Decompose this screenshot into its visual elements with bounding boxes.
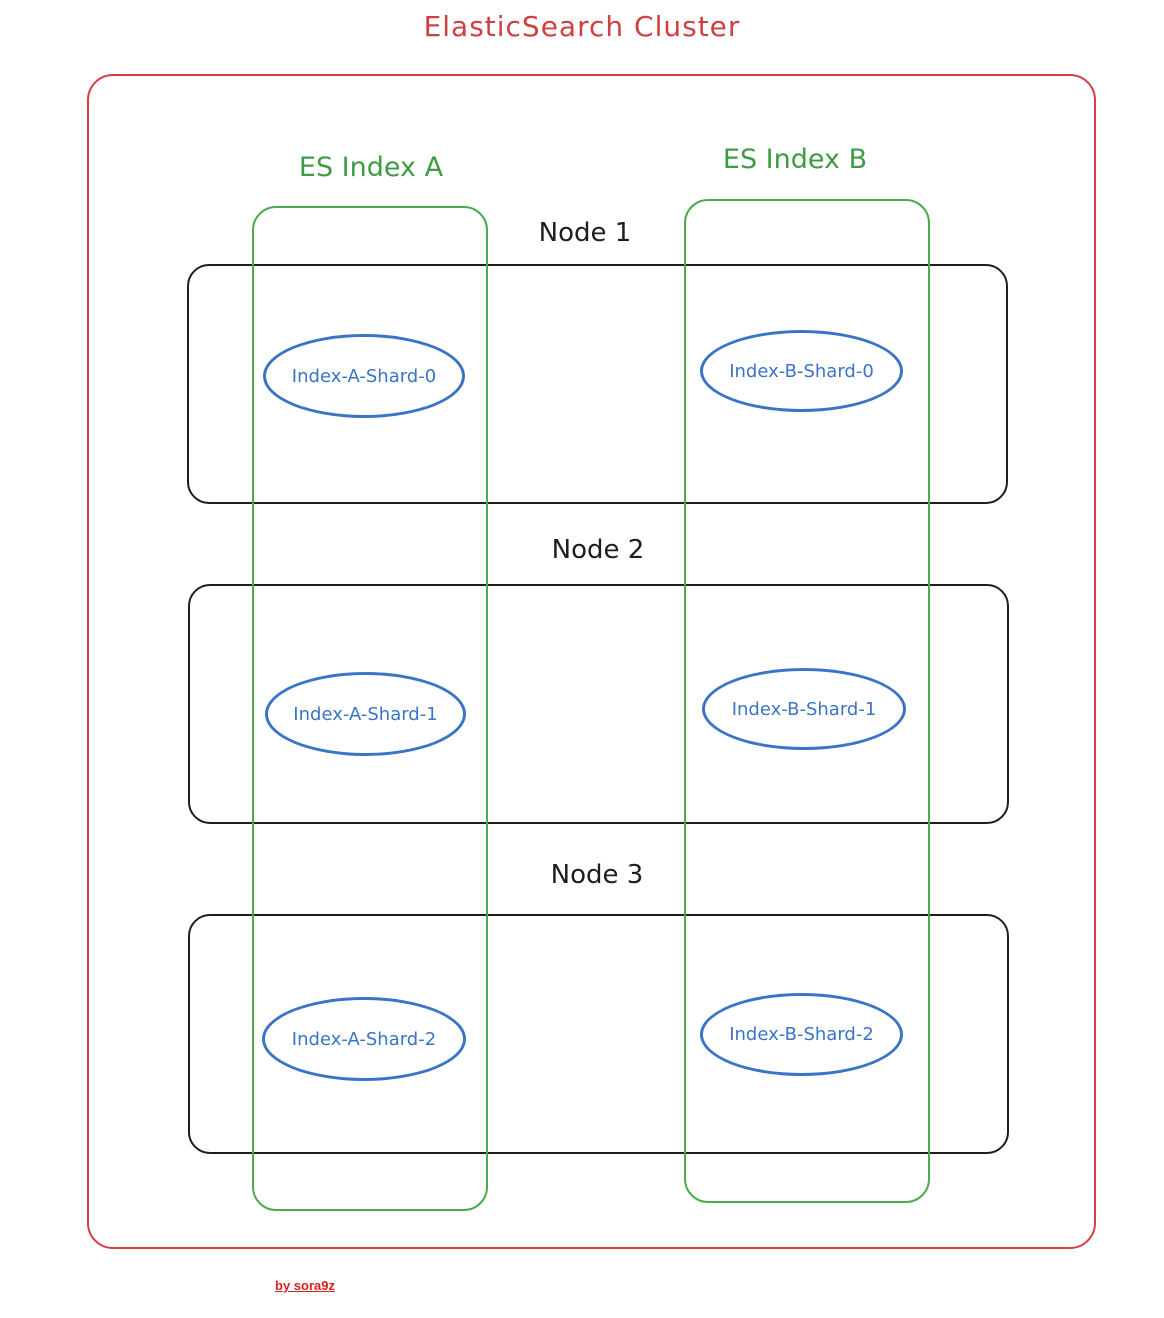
node-3-box	[188, 914, 1009, 1154]
node-1-box	[187, 264, 1008, 504]
shard-b-2: Index-B-Shard-2	[700, 993, 903, 1076]
shard-b-1-label: Index-B-Shard-1	[731, 698, 877, 720]
shard-a-2-label: Index-A-Shard-2	[291, 1028, 437, 1050]
shard-a-0-label: Index-A-Shard-0	[291, 365, 437, 387]
shard-b-0-label: Index-B-Shard-0	[729, 360, 874, 382]
index-a-column	[252, 206, 488, 1211]
cluster-container	[87, 74, 1096, 1249]
index-b-label: ES Index B	[722, 144, 868, 175]
shard-b-1: Index-B-Shard-1	[702, 668, 906, 750]
shard-a-1: Index-A-Shard-1	[265, 672, 466, 756]
node-2-label: Node 2	[551, 535, 645, 565]
node-3-label: Node 3	[550, 860, 644, 890]
index-b-column	[684, 199, 930, 1203]
shard-a-0: Index-A-Shard-0	[263, 334, 465, 418]
node-2-box	[188, 584, 1009, 824]
shard-b-0: Index-B-Shard-0	[700, 330, 903, 412]
cluster-title: ElasticSearch Cluster	[423, 10, 741, 43]
shard-a-1-label: Index-A-Shard-1	[293, 703, 438, 725]
author-signature: by sora9z	[275, 1278, 335, 1293]
shard-b-2-label: Index-B-Shard-2	[729, 1024, 874, 1045]
index-a-label: ES Index A	[298, 152, 444, 183]
node-1-label: Node 1	[538, 218, 632, 248]
shard-a-2: Index-A-Shard-2	[262, 997, 466, 1081]
